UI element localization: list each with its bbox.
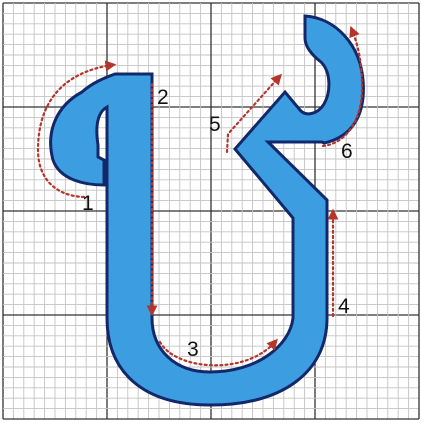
stroke-number-2: 2	[157, 86, 169, 109]
guide-arrow-5	[225, 73, 282, 154]
guide-arrow-3	[158, 338, 278, 367]
stroke-number-3: 3	[187, 338, 199, 361]
stroke-number-4: 4	[338, 295, 350, 318]
stroke-number-5: 5	[209, 113, 221, 136]
stroke-number-1: 1	[82, 192, 94, 215]
guide-arrow-1	[36, 60, 117, 199]
stroke-guides	[36, 25, 364, 367]
glyph-outline	[49, 14, 365, 407]
guide-arrow-6	[321, 25, 364, 148]
stroke-numbers: 1 2 3 4 5 6	[82, 86, 353, 361]
glyph	[49, 14, 365, 407]
stroke-number-6: 6	[341, 140, 353, 163]
